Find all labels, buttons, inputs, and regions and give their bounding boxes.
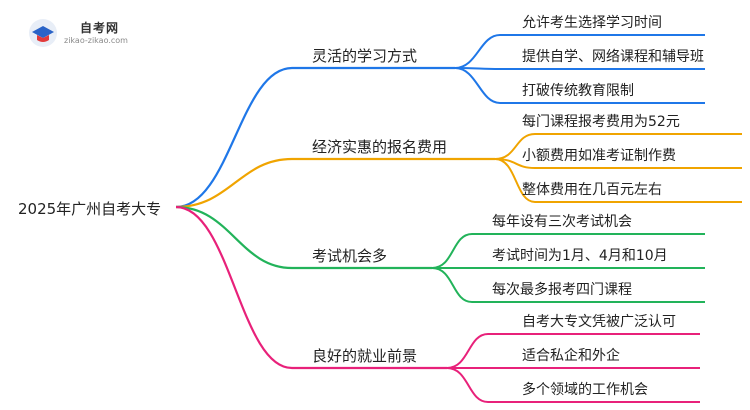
leaf-connector xyxy=(454,67,501,104)
graduation-cap-icon xyxy=(29,19,57,47)
site-logo: 自考网 zikao-zikao.com xyxy=(28,16,148,50)
leaf-connector xyxy=(446,367,489,403)
leaf-connector xyxy=(454,34,501,69)
leaf-label: 打破传统教育限制 xyxy=(522,82,634,99)
leaf-label: 每门课程报考费用为52元 xyxy=(522,114,680,130)
leaf-label: 自考大专文凭被广泛认可 xyxy=(522,314,676,330)
branch-connector xyxy=(175,205,293,270)
leaf-label: 多个领域的工作机会 xyxy=(522,381,648,398)
leaf-label: 适合私企和外企 xyxy=(522,347,620,364)
leaf-label: 提供自学、网络课程和辅导班 xyxy=(522,49,704,65)
leaf-label: 考试时间为1月、4月和10月 xyxy=(492,248,668,264)
branch-label: 良好的就业前景 xyxy=(312,347,417,365)
branch-label: 考试机会多 xyxy=(312,247,387,265)
branch-label: 灵活的学习方式 xyxy=(312,47,417,65)
leaf-connector xyxy=(431,233,473,269)
logo-name: 自考网 xyxy=(80,21,120,35)
leaf-label: 小额费用如准考证制作费 xyxy=(522,148,676,164)
leaf-label: 允许考生选择学习时间 xyxy=(522,15,662,31)
branch-label: 经济实惠的报名费用 xyxy=(312,138,447,156)
leaf-label: 每次最多报考四门课程 xyxy=(492,281,632,298)
branch-connector xyxy=(175,66,293,209)
leaf-label: 整体费用在几百元左右 xyxy=(522,182,662,198)
branch-connector xyxy=(175,205,293,370)
logo-url: zikao-zikao.com xyxy=(64,36,128,45)
leaf-connector xyxy=(431,267,473,303)
leaf-connector xyxy=(446,333,489,369)
branch-connector xyxy=(175,157,293,209)
leaf-connector xyxy=(494,158,536,203)
root-node-label: 2025年广州自考大专 xyxy=(18,200,161,218)
leaf-label: 每年设有三次考试机会 xyxy=(492,214,632,230)
